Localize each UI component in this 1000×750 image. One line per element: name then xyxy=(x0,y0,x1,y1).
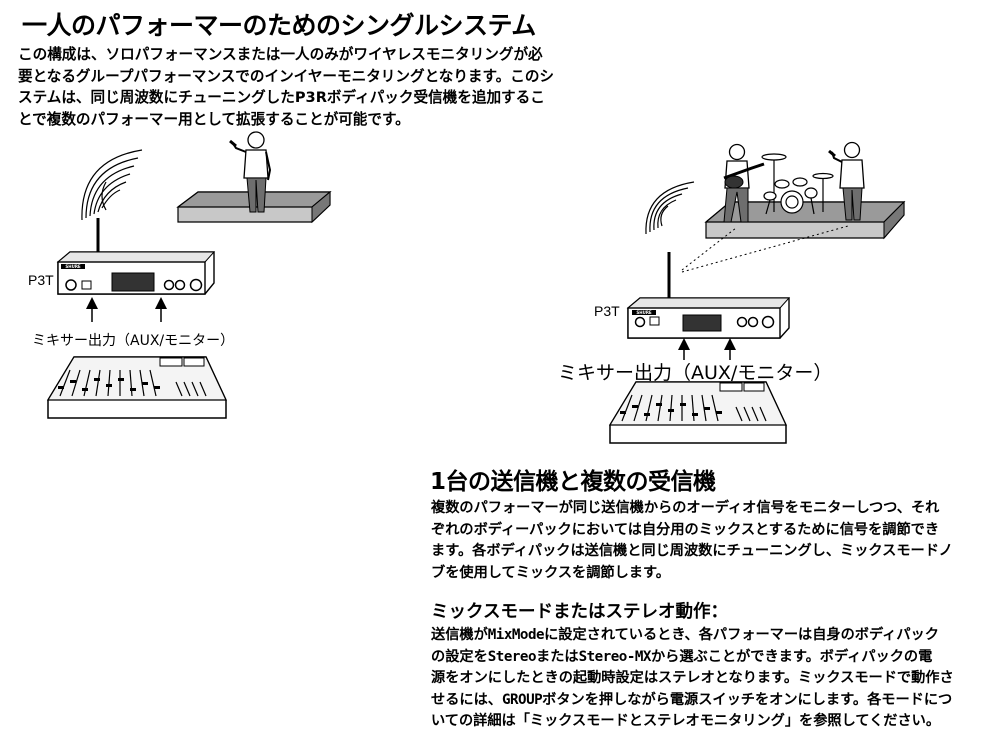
paragraph-line: の設定をStereoまたはStereo-MXから選ぶことができます。ボディパック… xyxy=(431,647,954,669)
paragraph-line: 複数のパフォーマーが同じ送信機からのオーディオ信号をモニターしつつ、それ xyxy=(431,500,940,516)
intro-line: この構成は、ソロパフォーマンスまたは一人のみがワイヤレスモニタリングが必 xyxy=(18,46,543,63)
right-stage-illustration xyxy=(704,200,906,240)
left-mixer-console xyxy=(46,356,227,419)
left-signal-waves-icon xyxy=(81,149,143,221)
intro-line: ステムは、同じ周波数にチューニングしたP3Rボディパック受信機を追加するこ xyxy=(18,89,545,106)
paragraph-line: 送信機がMixModeに設定されているとき、各パフォーマーは自身のボディパック xyxy=(431,625,954,647)
singer-figure xyxy=(828,141,865,221)
text-run: に設定されているとき、各パフォーマーは自身のボディパック xyxy=(544,627,939,643)
page-title: 一人のパフォーマーのためのシングルシステム xyxy=(22,11,536,40)
device-label-left: P3T xyxy=(28,272,54,288)
paragraph-line: 源をオンにしたときの起動時設定はステレオとなります。ミックスモードで動作さ xyxy=(431,670,954,686)
text-run: から選ぶことができます。ボディパックの電 xyxy=(650,648,933,665)
section-heading: 1台の送信機と複数の受信機 xyxy=(430,469,716,495)
text-run: ボタンを押しながら電源スイッチをオンにします。各モードにつ xyxy=(542,691,953,708)
left-performer-figure xyxy=(229,131,272,213)
section-paragraph: 複数のパフォーマーが同じ送信機からのオーディオ信号をモニターしつつ、それ ぞれの… xyxy=(431,498,953,584)
signal-beam-lines xyxy=(681,225,849,273)
paragraph-line: ます。各ボディパックは送信機と同じ周波数にチューニングし、ミックスモードノ xyxy=(431,543,953,559)
text-run: せるには、 xyxy=(431,691,502,708)
subsection-paragraph: 送信機がMixModeに設定されているとき、各パフォーマーは自身のボディパック … xyxy=(431,625,954,733)
text-run: または xyxy=(536,648,579,665)
guitarist-figure xyxy=(723,143,765,223)
code-term: GROUP xyxy=(501,691,543,708)
intro-line: 要となるグループパフォーマンスでのインイヤーモニタリングとなります。このシ xyxy=(18,67,555,85)
brand-logo-right: SHURE xyxy=(636,310,652,315)
right-signal-waves-icon xyxy=(645,181,695,235)
right-input-arrows xyxy=(678,338,736,360)
brand-logo-left: SHURE xyxy=(65,264,81,269)
text-run: の設定を xyxy=(431,648,488,665)
device-label-right: P3T xyxy=(594,303,620,319)
right-mixer-console xyxy=(608,381,787,444)
intro-paragraph: この構成は、ソロパフォーマンスまたは一人のみがワイヤレスモニタリングが必 要とな… xyxy=(18,44,573,130)
code-term: Stereo xyxy=(487,648,537,665)
code-term: Stereo-MX xyxy=(578,648,652,665)
mixer-label-right: ミキサー出力（AUX/モニター） xyxy=(558,362,833,384)
mixer-label-left: ミキサー出力（AUX/モニター） xyxy=(32,333,235,349)
left-transmitter-device xyxy=(56,218,216,295)
left-input-arrows xyxy=(86,297,167,322)
paragraph-line: ぞれのボディーパックにおいては自分用のミックスとするために信号を調節でき xyxy=(431,521,940,538)
paragraph-line: せるには、GROUPボタンを押しながら電源スイッチをオンにします。各モードにつ xyxy=(431,690,954,712)
intro-line: とで複数のパフォーマー用として拡張することが可能です。 xyxy=(18,110,410,128)
paragraph-line: ブを使用してミックスを調節します。 xyxy=(431,564,670,581)
right-transmitter-device xyxy=(626,252,791,339)
subsection-heading: ミックスモードまたはステレオ動作： xyxy=(431,602,728,622)
drum-kit-illustration xyxy=(761,153,834,215)
paragraph-line: いての詳細は「ミックスモードとステレオモニタリング」を参照してください。 xyxy=(431,713,941,729)
code-term: MixMode xyxy=(487,627,545,643)
text-run: 送信機が xyxy=(431,627,488,643)
